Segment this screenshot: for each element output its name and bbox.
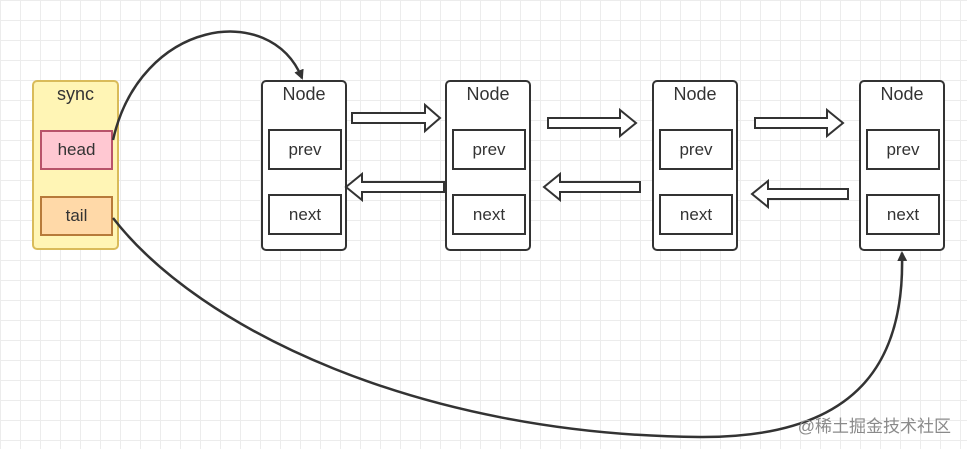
watermark: @稀土掘金技术社区 [797,417,951,436]
prev-field: prev [866,129,940,170]
prev-field: prev [268,129,342,170]
next-field: next [866,194,940,235]
forward-arrow-2 [547,107,638,139]
next-field: next [268,194,342,235]
forward-arrow-1 [351,102,442,134]
sync-title: sync [56,84,94,104]
next-field: next [452,194,526,235]
node-title: Node [282,84,326,104]
node-2: Node prev next [445,80,531,251]
node-1: Node prev next [261,80,347,251]
node-4: Node prev next [859,80,945,251]
backward-arrow-3 [750,178,849,210]
forward-arrow-3 [754,107,845,139]
node-title: Node [880,84,924,104]
sync-box: sync head tail [32,80,119,250]
node-3: Node prev next [652,80,738,251]
prev-field: prev [452,129,526,170]
node-title: Node [466,84,510,104]
node-title: Node [673,84,717,104]
next-field: next [659,194,733,235]
tail-field: tail [40,196,113,236]
head-field: head [40,130,113,170]
prev-field: prev [659,129,733,170]
backward-arrow-1 [344,171,445,203]
backward-arrow-2 [542,171,641,203]
